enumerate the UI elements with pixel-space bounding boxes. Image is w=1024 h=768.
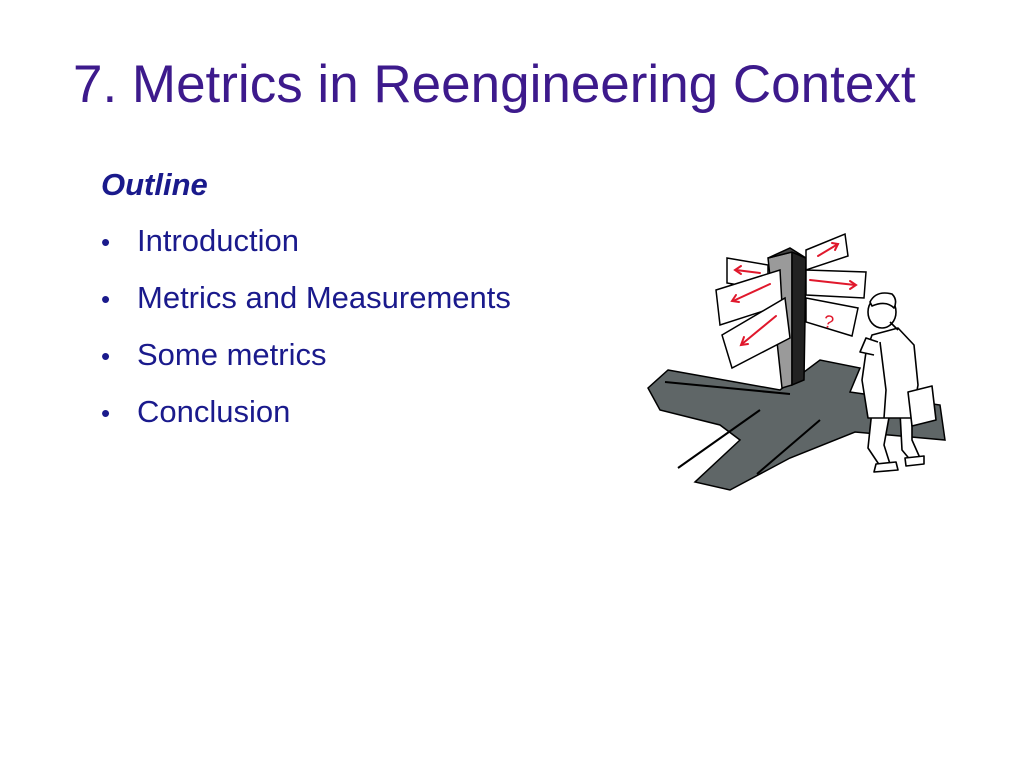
list-item-label: Conclusion bbox=[137, 394, 291, 429]
bullet-icon: • bbox=[101, 227, 111, 257]
slide-title: 7. Metrics in Reengineering Context bbox=[73, 55, 916, 114]
bullet-icon: • bbox=[101, 398, 111, 428]
list-item-conclusion: • Conclusion bbox=[101, 391, 511, 448]
bullet-icon: • bbox=[101, 341, 111, 371]
outline-list: • Introduction • Metrics and Measurement… bbox=[101, 220, 511, 448]
man-figure bbox=[859, 292, 937, 473]
signpost-crossroads-man-icon: ? bbox=[647, 232, 946, 491]
sign-right-top bbox=[805, 232, 849, 272]
list-item-some-metrics: • Some metrics bbox=[101, 334, 511, 391]
list-item-label: Metrics and Measurements bbox=[137, 280, 511, 315]
list-item-introduction: • Introduction bbox=[101, 220, 511, 277]
list-item-label: Some metrics bbox=[137, 337, 327, 372]
sign-right-bottom bbox=[805, 297, 859, 337]
sign-question-mark: ? bbox=[822, 311, 835, 332]
outline-heading: Outline bbox=[101, 167, 208, 202]
bullet-icon: • bbox=[101, 284, 111, 314]
list-item-label: Introduction bbox=[137, 223, 299, 258]
list-item-metrics-and-measurements: • Metrics and Measurements bbox=[101, 277, 511, 334]
sign-right-middle bbox=[805, 269, 867, 299]
sign-arrows bbox=[730, 242, 858, 347]
crossroads-shadow bbox=[647, 359, 946, 491]
